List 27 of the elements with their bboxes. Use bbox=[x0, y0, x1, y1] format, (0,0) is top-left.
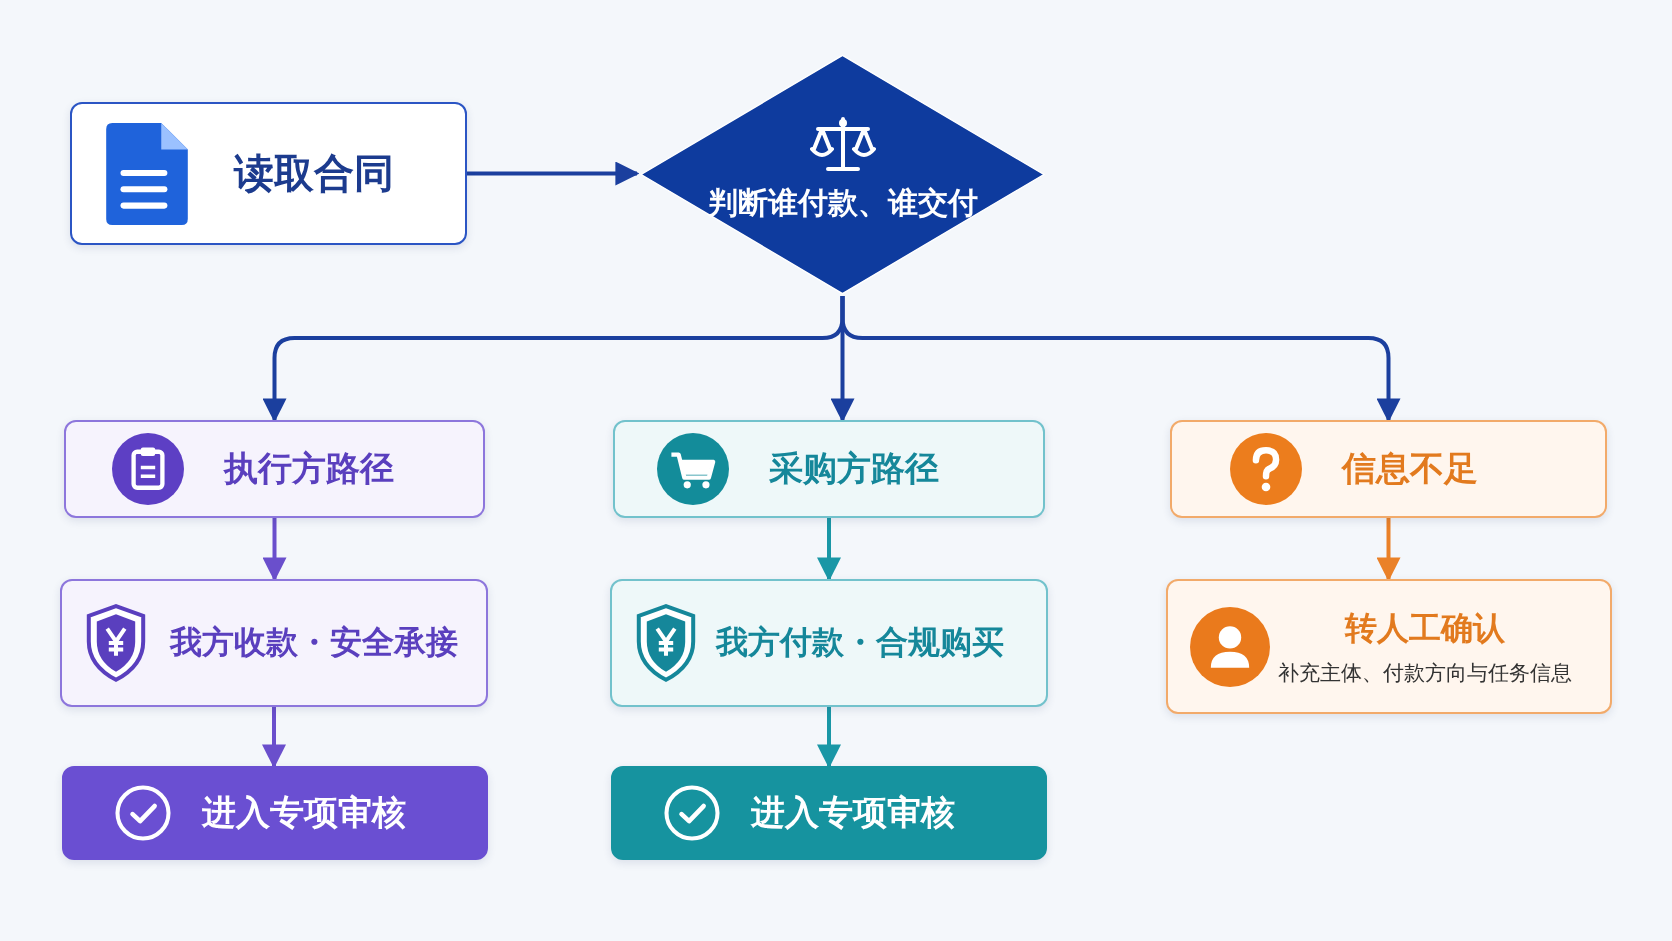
arrow bbox=[467, 161, 640, 186]
node-title: 我方收款・安全承接 bbox=[170, 622, 458, 663]
node-title: 判断谁付款、谁交付 bbox=[707, 184, 978, 222]
node-title: 我方付款・合规购买 bbox=[716, 622, 1004, 663]
process-box bbox=[70, 102, 467, 245]
process-box bbox=[613, 420, 1045, 518]
arrow bbox=[817, 518, 841, 582]
node-title: 转人工确认 bbox=[1345, 607, 1505, 649]
node-title: 读取合同 bbox=[234, 149, 394, 198]
process-box bbox=[1166, 579, 1612, 714]
process-box bbox=[610, 579, 1048, 707]
arrow bbox=[817, 707, 841, 769]
arrow bbox=[840, 296, 1401, 423]
node-title: 执行方路径 bbox=[224, 447, 394, 490]
action-button bbox=[611, 766, 1047, 860]
process-box bbox=[1170, 420, 1607, 518]
node-title: 采购方路径 bbox=[769, 447, 939, 490]
action-button bbox=[62, 766, 488, 860]
process-box bbox=[64, 420, 485, 518]
arrow bbox=[1376, 518, 1401, 582]
node-title: 进入专项审核 bbox=[751, 791, 955, 834]
node-title: 信息不足 bbox=[1342, 447, 1478, 490]
process-box bbox=[60, 579, 488, 707]
node-description: 补充主体、付款方向与任务信息 bbox=[1278, 659, 1572, 687]
arrow bbox=[262, 707, 286, 769]
node-title: 进入专项审核 bbox=[202, 791, 406, 834]
arrow bbox=[262, 518, 287, 582]
